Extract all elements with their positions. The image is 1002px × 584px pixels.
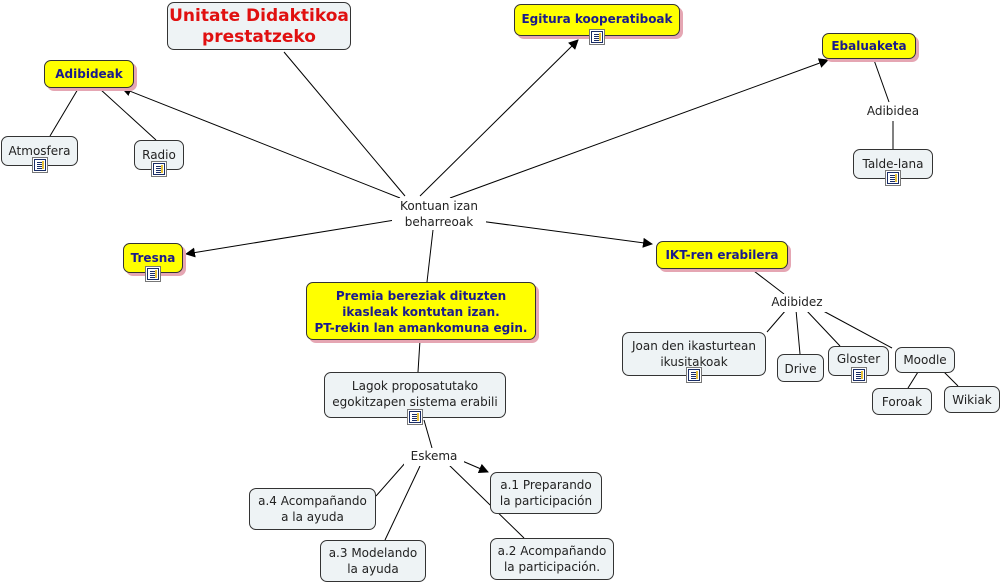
concept-ebaluaketa: Ebaluaketa [822, 33, 916, 59]
link-label-eskema: Eskema [404, 448, 464, 466]
document-icon[interactable] [145, 266, 161, 282]
concept-radio-label: Radio [142, 148, 176, 162]
edge-kontuan-ikt [471, 219, 653, 248]
concept-a4: a.4 Acompañando a la ayuda [249, 488, 376, 530]
map-title-node: Unitate Didaktikoa prestatzeko [167, 2, 351, 50]
concept-foroak: Foroak [872, 388, 932, 415]
concept-wikiak: Wikiak [944, 386, 1000, 413]
concept-a4-label: a.4 Acompañando a la ayuda [258, 494, 367, 524]
concept-egitura-label: Egitura kooperatiboak [521, 12, 673, 26]
concept-drive-label: Drive [784, 362, 817, 376]
edge-eskema-a3 [384, 465, 421, 541]
edge-adibidez-drive [795, 309, 801, 355]
edge-adibidez-gloster [805, 309, 841, 347]
edge-kontuan-adibideak [121, 86, 401, 199]
edge-eskema-a4 [375, 461, 407, 497]
map-title: Unitate Didaktikoa prestatzeko [169, 6, 349, 47]
document-icon[interactable] [885, 170, 901, 186]
link-label-adibidez: Adibidez [766, 294, 828, 312]
concept-a2: a.2 Acompañando la participación. [490, 538, 614, 580]
edge-moodle-wikiak [943, 371, 959, 387]
concept-premia: Premia bereziak dituzten ikasleak kontut… [306, 282, 536, 340]
edge-kontuan-egitura [419, 39, 579, 197]
edge-adibideak-radio [99, 88, 157, 141]
document-icon[interactable] [151, 161, 167, 177]
edge-eskema-a2 [447, 463, 525, 539]
edge-kontuan-premia [426, 229, 434, 283]
concept-a3: a.3 Modelando la ayuda [320, 540, 426, 582]
concept-premia-label: Premia bereziak dituzten ikasleak kontut… [314, 289, 528, 335]
document-icon[interactable] [686, 367, 702, 383]
concept-wikiak-label: Wikiak [952, 393, 992, 407]
concept-talde-lana[interactable]: Talde-lana [853, 149, 933, 186]
concept-a1: a.1 Preparando la participación [490, 472, 602, 514]
concept-tresna-label: Tresna [130, 251, 176, 265]
concept-gloster-label: Gloster [836, 352, 881, 366]
edge-premia-lagok [417, 339, 421, 373]
concept-tresna[interactable]: Tresna [123, 243, 183, 282]
concept-a2-label: a.2 Acompañando la participación. [497, 544, 607, 574]
concept-ikt-label: IKT-ren erabilera [665, 248, 779, 262]
edge-lagok-eskema [423, 419, 433, 449]
concept-foroak-label: Foroak [881, 395, 923, 409]
concept-ebaluaketa-label: Ebaluaketa [831, 39, 907, 53]
edge-ikt-adibidez [749, 267, 785, 295]
concept-gloster[interactable]: Gloster [828, 346, 889, 383]
edge-title-kontuan [283, 51, 406, 197]
edge-eskema-a1 [459, 459, 489, 474]
concept-a1-label: a.1 Preparando la participación [499, 478, 593, 508]
edge-adibidez-moodle [813, 305, 893, 349]
concept-radio[interactable]: Radio [134, 140, 184, 177]
concept-adibideak-label: Adibideak [55, 67, 123, 81]
edge-kontuan-tresna [185, 219, 396, 258]
concept-adibideak: Adibideak [44, 60, 134, 88]
edge-adibideak-atmosfera [49, 88, 79, 137]
concept-lagok-label: Lagok proposatutako egokitzapen sistema … [332, 379, 498, 409]
document-icon[interactable] [31, 157, 48, 173]
concept-atmosfera[interactable]: Atmosfera [1, 136, 78, 173]
concept-joan[interactable]: Joan den ikasturtean ikusitakoak [622, 332, 766, 383]
concept-ikt: IKT-ren erabilera [656, 241, 788, 269]
document-icon[interactable] [407, 409, 423, 425]
concept-kontuan: Kontuan izan beharreoak [392, 198, 486, 230]
concept-drive: Drive [777, 354, 824, 382]
concept-joan-label: Joan den ikasturtean ikusitakoak [631, 339, 757, 369]
document-icon[interactable] [589, 29, 605, 45]
concept-moodle: Moodle [895, 347, 955, 373]
concept-a3-label: a.3 Modelando la ayuda [328, 546, 418, 576]
edge-kontuan-ebaluaketa [449, 58, 829, 199]
concept-moodle-label: Moodle [903, 353, 947, 367]
concept-egitura[interactable]: Egitura kooperatiboak [514, 4, 680, 45]
link-label-adibidea: Adibidea [862, 103, 924, 121]
edge-ebaluaketa-adibidea [873, 59, 890, 103]
concept-talde-lana-label: Talde-lana [862, 157, 924, 171]
edge-adibidez-joan [766, 309, 787, 333]
edge-moodle-foroak [907, 371, 919, 389]
document-icon[interactable] [850, 367, 867, 383]
concept-lagok[interactable]: Lagok proposatutako egokitzapen sistema … [324, 372, 506, 425]
concept-atmosfera-label: Atmosfera [8, 144, 71, 158]
